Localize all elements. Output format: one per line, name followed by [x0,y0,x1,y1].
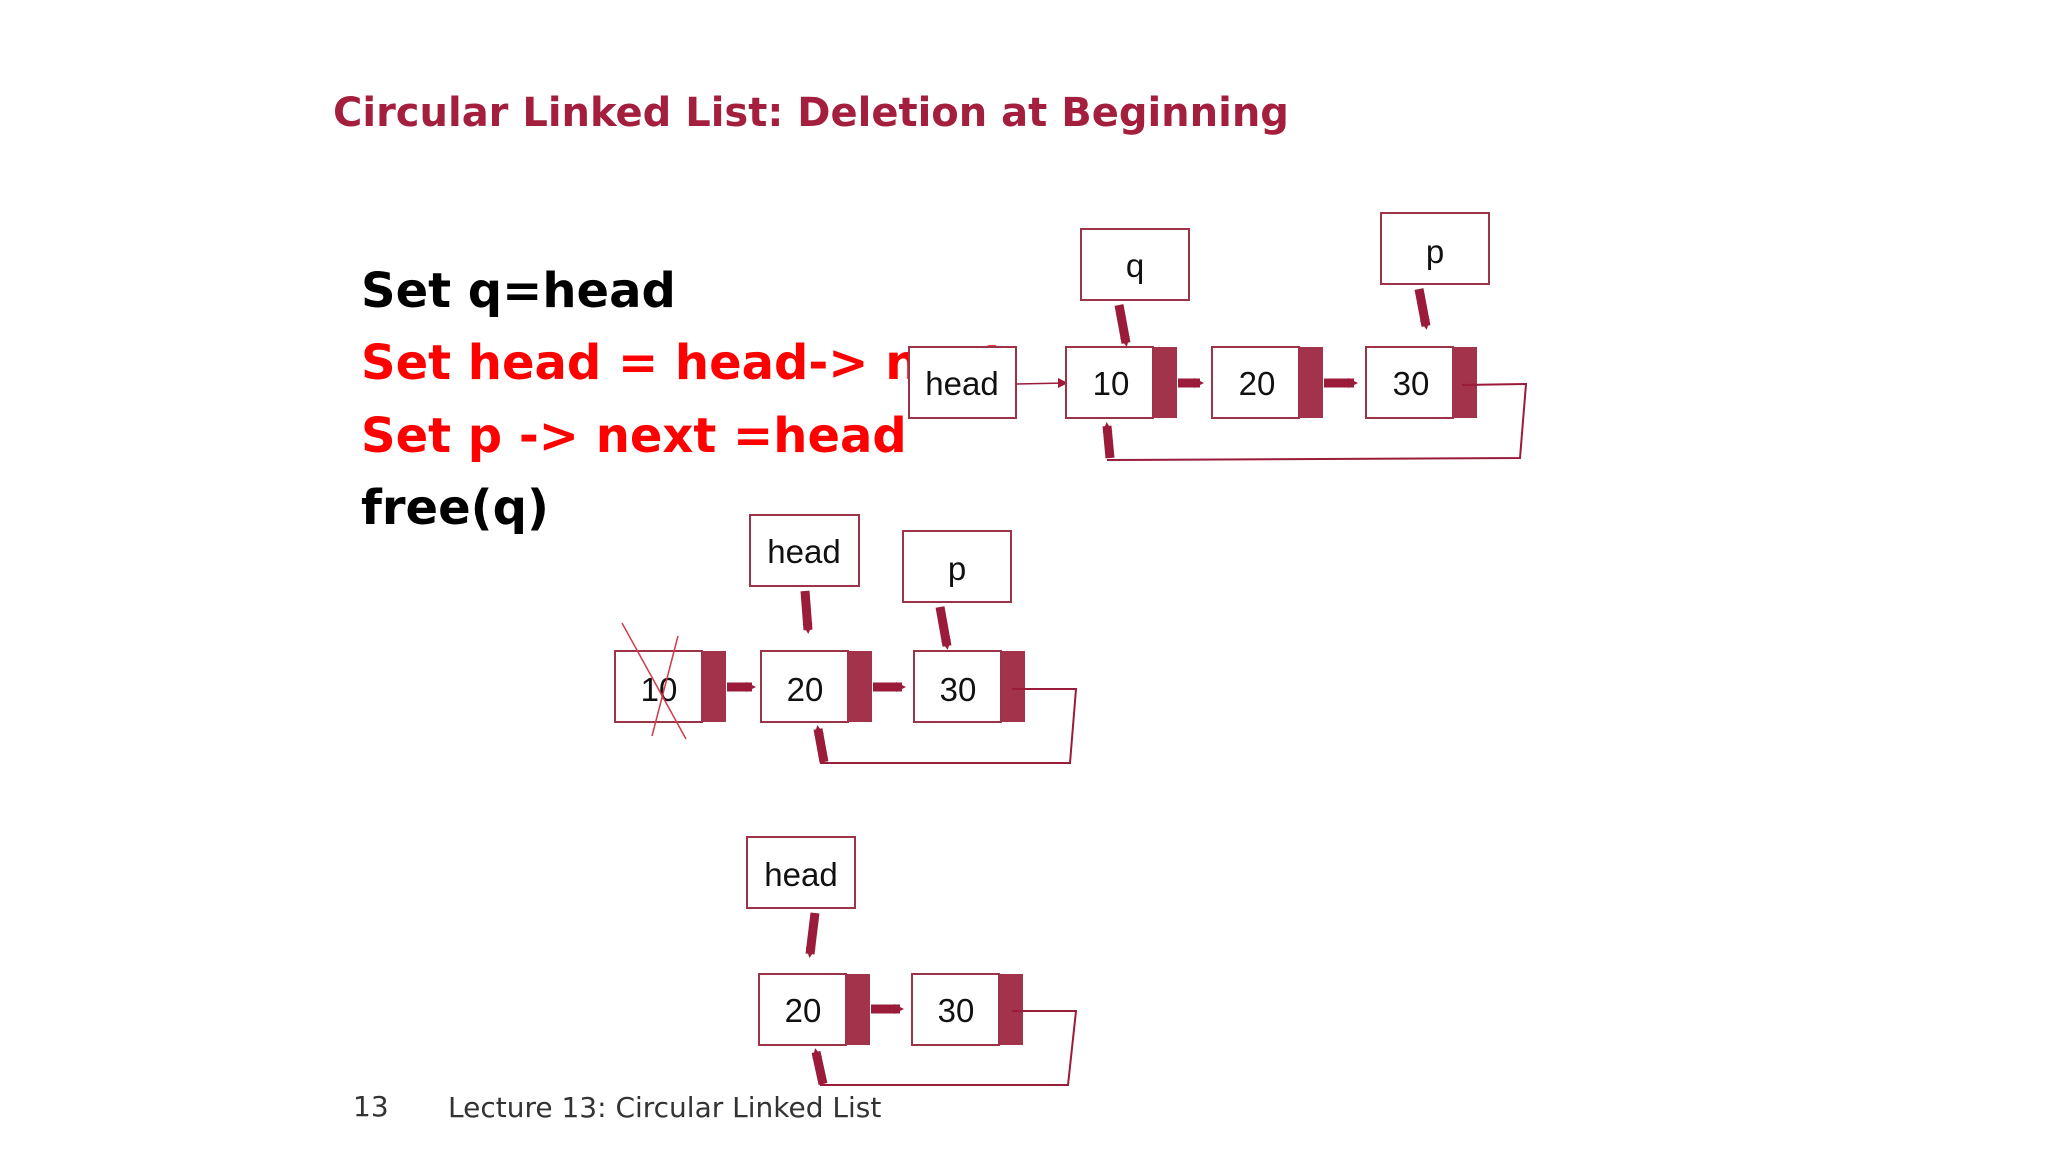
cross-mark-stroke-2 [651,635,679,737]
middle-p-pointer [935,606,952,650]
top-head-label: head [925,365,998,402]
middle-p-label-box: p [902,530,1012,603]
bottom-node-20: 20 [758,973,870,1046]
bottom-diagram: head 20 30 [746,836,1078,1086]
top-p-label-box: p [1380,212,1490,285]
middle-p-label: p [948,550,966,587]
bottom-node-20-value: 20 [785,992,822,1029]
slide-number: 13 [353,1090,389,1123]
top-q-label-box: q [1080,228,1190,301]
footer-title: Lecture 13: Circular Linked List [448,1091,882,1124]
bottom-circular-link [820,1010,1078,1086]
middle-head-label-box: head [749,514,860,587]
top-node-20-value: 20 [1239,365,1276,402]
top-node-20: 20 [1211,346,1323,419]
middle-node-20: 20 [760,650,872,723]
code-line-set-head: Set head = head-> next [361,335,1006,391]
middle-node-20-value: 20 [787,671,824,708]
top-p-label: p [1426,233,1444,270]
top-q-label: q [1126,247,1144,284]
top-node-30-value: 30 [1393,365,1430,402]
top-node-30: 30 [1365,346,1477,419]
middle-circular-link [820,688,1078,764]
top-p-pointer [1414,288,1431,330]
bottom-node-30-value: 30 [938,992,975,1029]
middle-circular-link-arrow [813,725,829,763]
top-node-10-value: 10 [1093,365,1130,402]
bottom-head-label: head [764,856,837,893]
middle-node-30: 30 [913,650,1025,723]
top-head-pointer [1015,382,1067,385]
middle-head-pointer [800,590,813,634]
bottom-head-pointer [805,912,820,958]
top-diagram: head q p 10 20 [908,212,1528,461]
code-line-set-p-next: Set p -> next =head [361,408,907,464]
top-node-10: 10 [1065,346,1177,419]
bottom-node-30: 30 [911,973,1023,1046]
bottom-circular-link-arrow [811,1048,828,1085]
top-head-pointer-arrowhead [1058,378,1068,388]
middle-node-10-deleted: 10 [614,622,726,740]
slide-title: Circular Linked List: Deletion at Beginn… [333,90,1289,136]
code-line-set-q: Set q=head [361,263,676,319]
top-q-pointer [1114,304,1131,347]
bottom-head-label-box: head [746,836,856,909]
top-circular-link-arrow [1102,422,1115,459]
middle-head-label: head [767,533,840,570]
middle-diagram: head p 10 20 30 [614,514,1078,764]
code-line-free-q: free(q) [361,480,549,536]
cross-mark-stroke-1 [621,622,687,740]
middle-node-30-value: 30 [940,671,977,708]
top-head-label-box: head [908,346,1017,419]
top-circular-link [1106,382,1528,461]
